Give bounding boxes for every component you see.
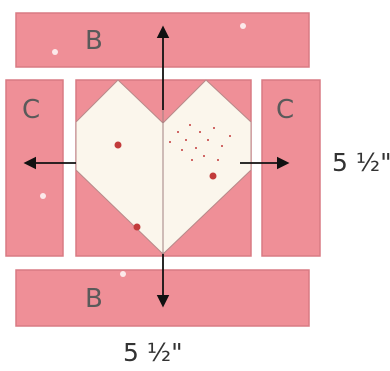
bottom-b-label: B bbox=[85, 284, 103, 314]
top-b-label: B bbox=[85, 26, 103, 56]
fabric-dot bbox=[40, 193, 46, 199]
right-c-label: C bbox=[276, 95, 295, 125]
height-dimension-label: 5 ½" bbox=[332, 148, 390, 177]
fabric-dot bbox=[52, 49, 58, 55]
fabric-dot bbox=[240, 23, 246, 29]
right-c-strip bbox=[261, 79, 321, 257]
left-c-label: C bbox=[22, 95, 41, 125]
heart-speckles bbox=[114, 124, 231, 231]
width-dimension-label: 5 ½" bbox=[123, 338, 183, 367]
fabric-dot bbox=[120, 271, 126, 277]
